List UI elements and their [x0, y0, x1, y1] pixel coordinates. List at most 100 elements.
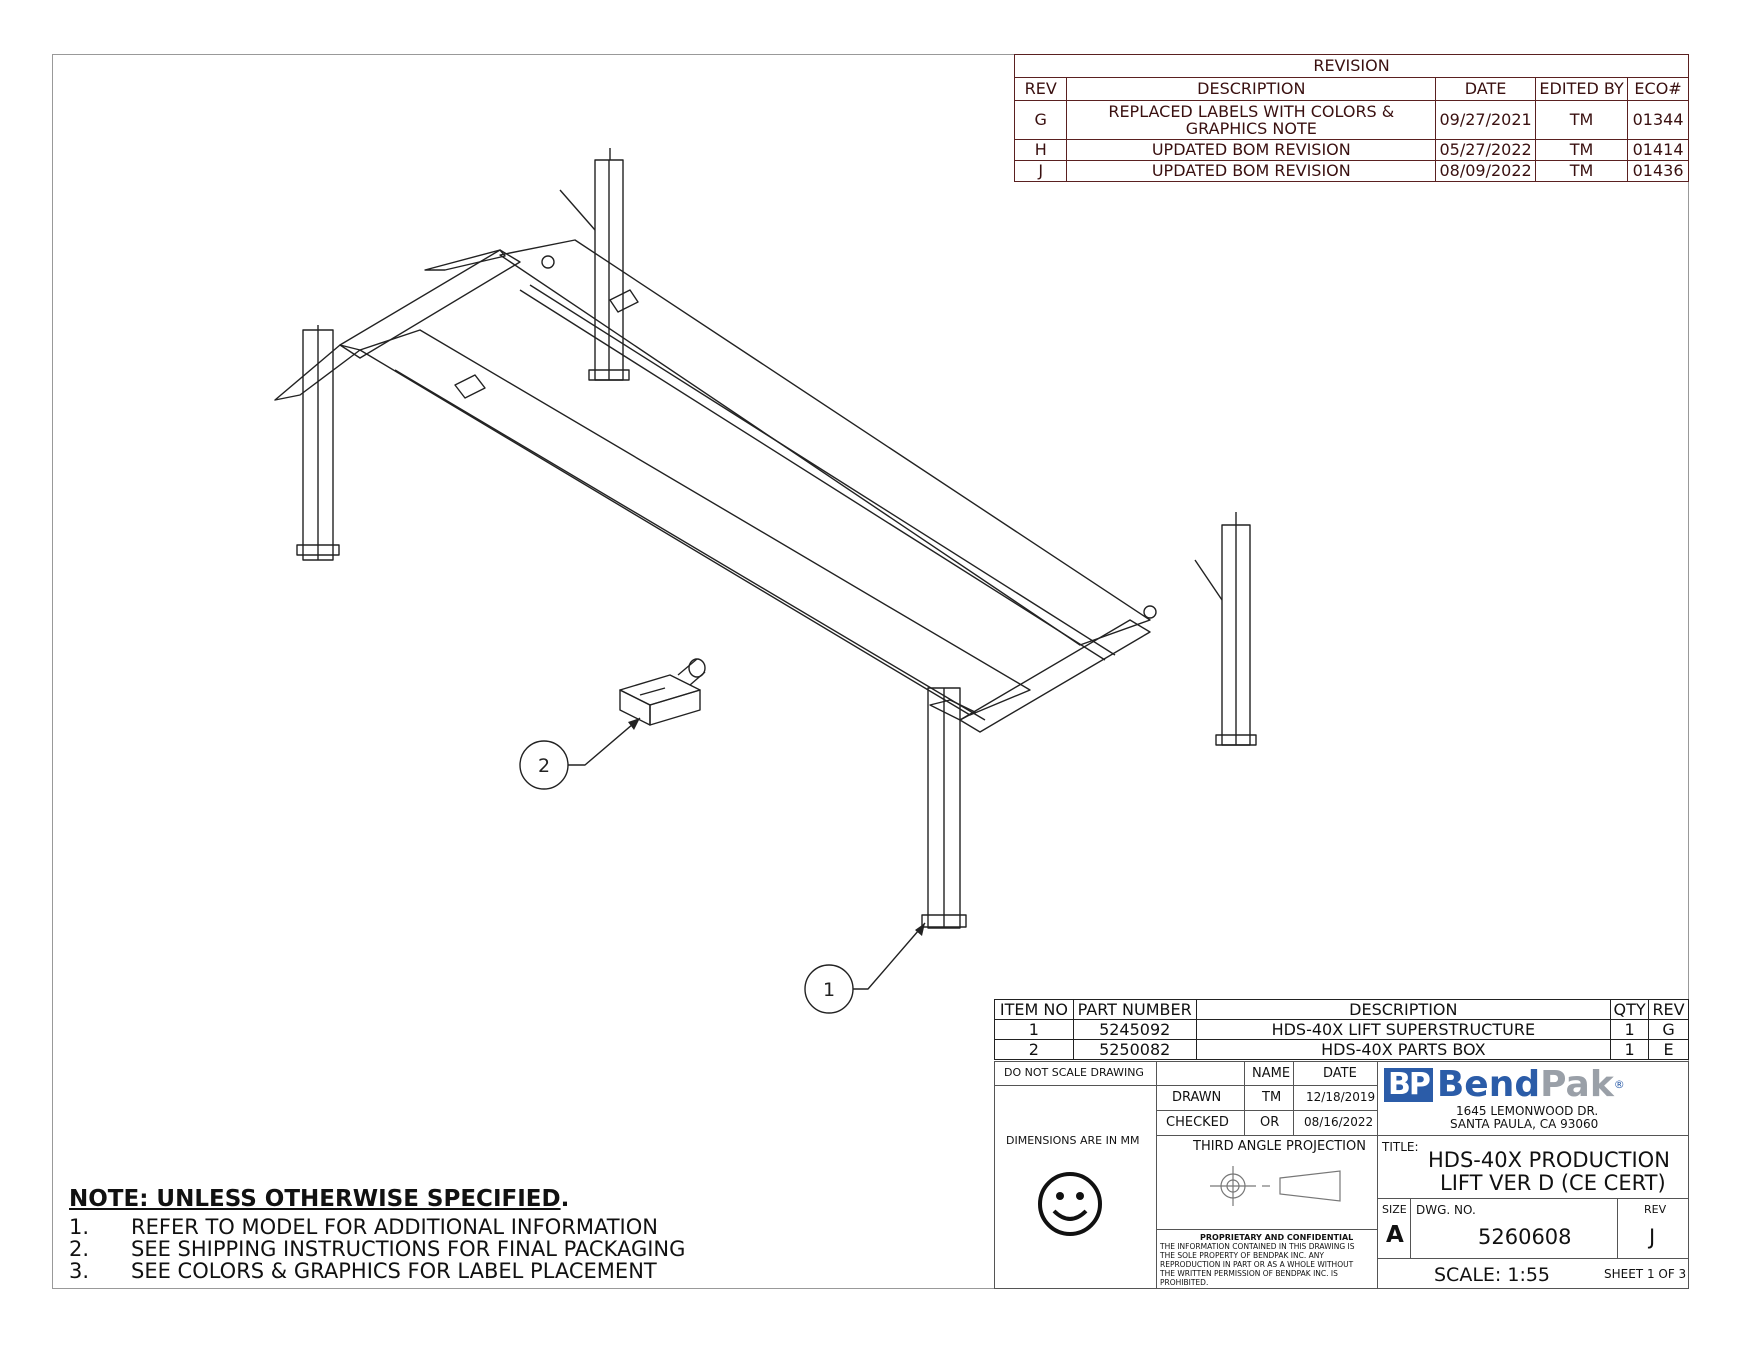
eco-cell: 01414 — [1627, 139, 1689, 161]
drawn-name: TM — [1262, 1090, 1282, 1105]
notes-heading-text: NOTE: UNLESS OTHERWISE SPECIFIED — [69, 1186, 561, 1212]
post-back-left — [559, 148, 630, 381]
drawing-border — [52, 54, 1689, 1289]
dwg-no-value: 5260608 — [1478, 1225, 1572, 1249]
balloon-1-label: 1 — [823, 979, 835, 1001]
note-number: 2. — [69, 1237, 90, 1261]
edited-by-col-header: EDITED BY — [1535, 77, 1629, 101]
revision-row: J UPDATED BOM REVISION 08/09/2022 TM 014… — [1013, 160, 1689, 182]
logo-registered: ® — [1613, 1078, 1625, 1091]
qty-cell: 1 — [1610, 1019, 1650, 1040]
date-header: DATE — [1323, 1066, 1357, 1081]
balloon-2-circle — [519, 740, 569, 790]
runway-right — [499, 239, 1151, 646]
proprietary-line: REPRODUCTION IN PART OR AS A WHOLE WITHO… — [1160, 1260, 1354, 1269]
drawn-label: DRAWN — [1172, 1090, 1222, 1105]
checked-name: OR — [1260, 1115, 1280, 1130]
front-crossbeam — [339, 249, 521, 359]
size-label: SIZE — [1382, 1203, 1407, 1216]
edited-by-cell: TM — [1535, 139, 1629, 161]
revision-table: REVISION REV DESCRIPTION DATE EDITED BY … — [1013, 54, 1689, 182]
qty-header: QTY — [1610, 999, 1650, 1020]
address-line-2: SANTA PAULA, CA 93060 — [1450, 1117, 1599, 1131]
date-col-header: DATE — [1435, 77, 1537, 101]
description-cell: HDS-40X PARTS BOX — [1195, 1039, 1612, 1060]
runway-left — [359, 329, 1031, 716]
item-no-header: ITEM NO — [994, 999, 1074, 1020]
drawn-date: 12/18/2019 — [1306, 1090, 1376, 1104]
proprietary-title: PROPRIETARY AND CONFIDENTIAL — [1200, 1233, 1354, 1242]
part-number-header: PART NUMBER — [1072, 999, 1197, 1020]
eco-col-header: ECO# — [1627, 77, 1689, 101]
scale-label: SCALE: 1:55 — [1434, 1264, 1551, 1286]
title-block — [994, 1061, 1689, 1289]
drawing-title-line-1: HDS-40X PRODUCTION — [1428, 1148, 1670, 1172]
logo-pak: Pak — [1540, 1064, 1614, 1105]
post-front-left — [296, 325, 340, 561]
rev-label: REV — [1644, 1203, 1667, 1216]
proprietary-line: THE WRITTEN PERMISSION OF BENDPAK INC. I… — [1160, 1269, 1338, 1278]
proprietary-line: PROHIBITED. — [1160, 1278, 1209, 1287]
checked-label: CHECKED — [1166, 1115, 1229, 1130]
description-cell: UPDATED BOM REVISION — [1066, 160, 1437, 182]
part-number-cell: 5250082 — [1072, 1039, 1197, 1060]
eco-cell: 01344 — [1627, 100, 1689, 140]
post-back-right — [1194, 512, 1257, 746]
proprietary-line: THE SOLE PROPERTY OF BENDPAK INC. ANY — [1160, 1251, 1324, 1260]
revision-title: REVISION — [1014, 54, 1689, 78]
projection-symbol-icon — [1210, 1166, 1341, 1206]
note-number: 1. — [69, 1215, 90, 1239]
item-no-cell: 1 — [994, 1019, 1074, 1040]
checked-date: 08/16/2022 — [1304, 1115, 1374, 1129]
date-cell: 05/27/2022 — [1435, 139, 1537, 161]
date-cell: 08/09/2022 — [1435, 160, 1537, 182]
projection-label: THIRD ANGLE PROJECTION — [1193, 1139, 1366, 1154]
description-cell: UPDATED BOM REVISION — [1066, 139, 1437, 161]
bom-row: 1 5245092 HDS-40X LIFT SUPERSTRUCTURE 1 … — [994, 1019, 1689, 1040]
balloon-2-label: 2 — [538, 755, 550, 777]
logo-mark: BP — [1384, 1067, 1433, 1102]
note-text: SEE COLORS & GRAPHICS FOR LABEL PLACEMEN… — [131, 1259, 657, 1283]
edited-by-cell: TM — [1535, 100, 1629, 140]
drawing-title-line-2: LIFT VER D (CE CERT) — [1440, 1171, 1666, 1195]
title-label: TITLE: — [1382, 1140, 1419, 1154]
description-header: DESCRIPTION — [1195, 999, 1612, 1020]
notes-heading-period: . — [560, 1186, 570, 1212]
logo-bend: Bend — [1436, 1064, 1541, 1105]
address-line-1: 1645 LEMONWOOD DR. — [1456, 1104, 1599, 1118]
revision-row: G REPLACED LABELS WITH COLORS &GRAPHICS … — [1013, 100, 1689, 140]
note-text: REFER TO MODEL FOR ADDITIONAL INFORMATIO… — [131, 1215, 658, 1239]
post-front-right — [921, 687, 967, 929]
description-line: GRAPHICS NOTE — [1185, 119, 1317, 138]
rev-cell: G — [1013, 100, 1068, 140]
size-value: A — [1386, 1222, 1404, 1248]
sheet-label: SHEET 1 OF 3 — [1604, 1267, 1687, 1281]
rear-crossbeam — [959, 619, 1151, 733]
description-cell: HDS-40X LIFT SUPERSTRUCTURE — [1195, 1019, 1612, 1040]
parts-box — [619, 658, 706, 726]
qty-cell: 1 — [1610, 1039, 1650, 1060]
notes-heading: NOTE: UNLESS OTHERWISE SPECIFIED. — [69, 1186, 569, 1212]
eco-cell: 01436 — [1627, 160, 1689, 182]
item-no-cell: 2 — [994, 1039, 1074, 1060]
edited-by-cell: TM — [1535, 160, 1629, 182]
leader-2 — [568, 717, 641, 766]
name-header: NAME — [1252, 1066, 1291, 1081]
description-col-header: DESCRIPTION — [1066, 77, 1437, 101]
rev-cell: J — [1013, 160, 1068, 182]
dimensions-label: DIMENSIONS ARE IN MM — [1006, 1134, 1140, 1147]
note-item: 3.SEE COLORS & GRAPHICS FOR LABEL PLACEM… — [69, 1259, 657, 1283]
note-item: 2. SEE SHIPPING INSTRUCTIONS FOR FINAL PA… — [69, 1237, 685, 1261]
bill-of-materials: ITEM NO PART NUMBER DESCRIPTION QTY REV … — [994, 999, 1689, 1060]
dwg-no-label: DWG. NO. — [1416, 1203, 1476, 1217]
do-not-scale-label: DO NOT SCALE DRAWING — [1004, 1066, 1144, 1079]
rev-cell: E — [1648, 1039, 1689, 1060]
rev-header: REV — [1648, 999, 1689, 1020]
note-text: SEE SHIPPING INSTRUCTIONS FOR FINAL PACK… — [131, 1237, 686, 1261]
rev-col-header: REV — [1013, 77, 1068, 101]
description-line: REPLACED LABELS WITH COLORS & — [1108, 102, 1395, 121]
balloon-1-circle — [804, 964, 854, 1014]
part-number-cell: 5245092 — [1072, 1019, 1197, 1040]
